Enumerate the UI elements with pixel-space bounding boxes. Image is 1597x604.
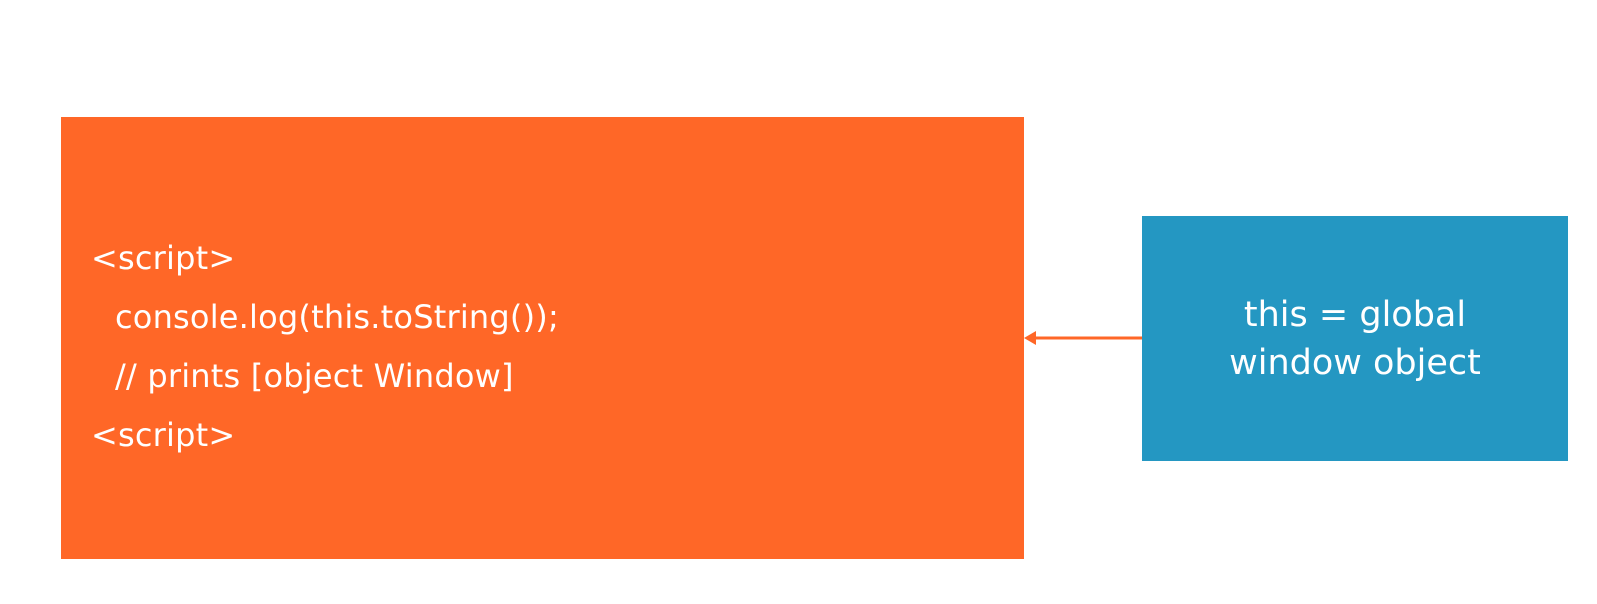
arrow-head bbox=[1024, 331, 1036, 345]
connector-arrow bbox=[1024, 331, 1144, 345]
code-line-console-log: console.log(this.toString()); bbox=[115, 298, 559, 336]
code-line-script-close: <script> bbox=[91, 416, 236, 454]
note-line-1: this = global bbox=[1243, 294, 1467, 335]
code-line-script-open: <script> bbox=[91, 239, 236, 277]
code-box: <script> console.log(this.toString()); /… bbox=[61, 117, 1024, 559]
note-box: this = global window object bbox=[1142, 216, 1568, 461]
code-line-comment: // prints [object Window] bbox=[115, 357, 514, 395]
note-line-2: window object bbox=[1229, 342, 1481, 383]
